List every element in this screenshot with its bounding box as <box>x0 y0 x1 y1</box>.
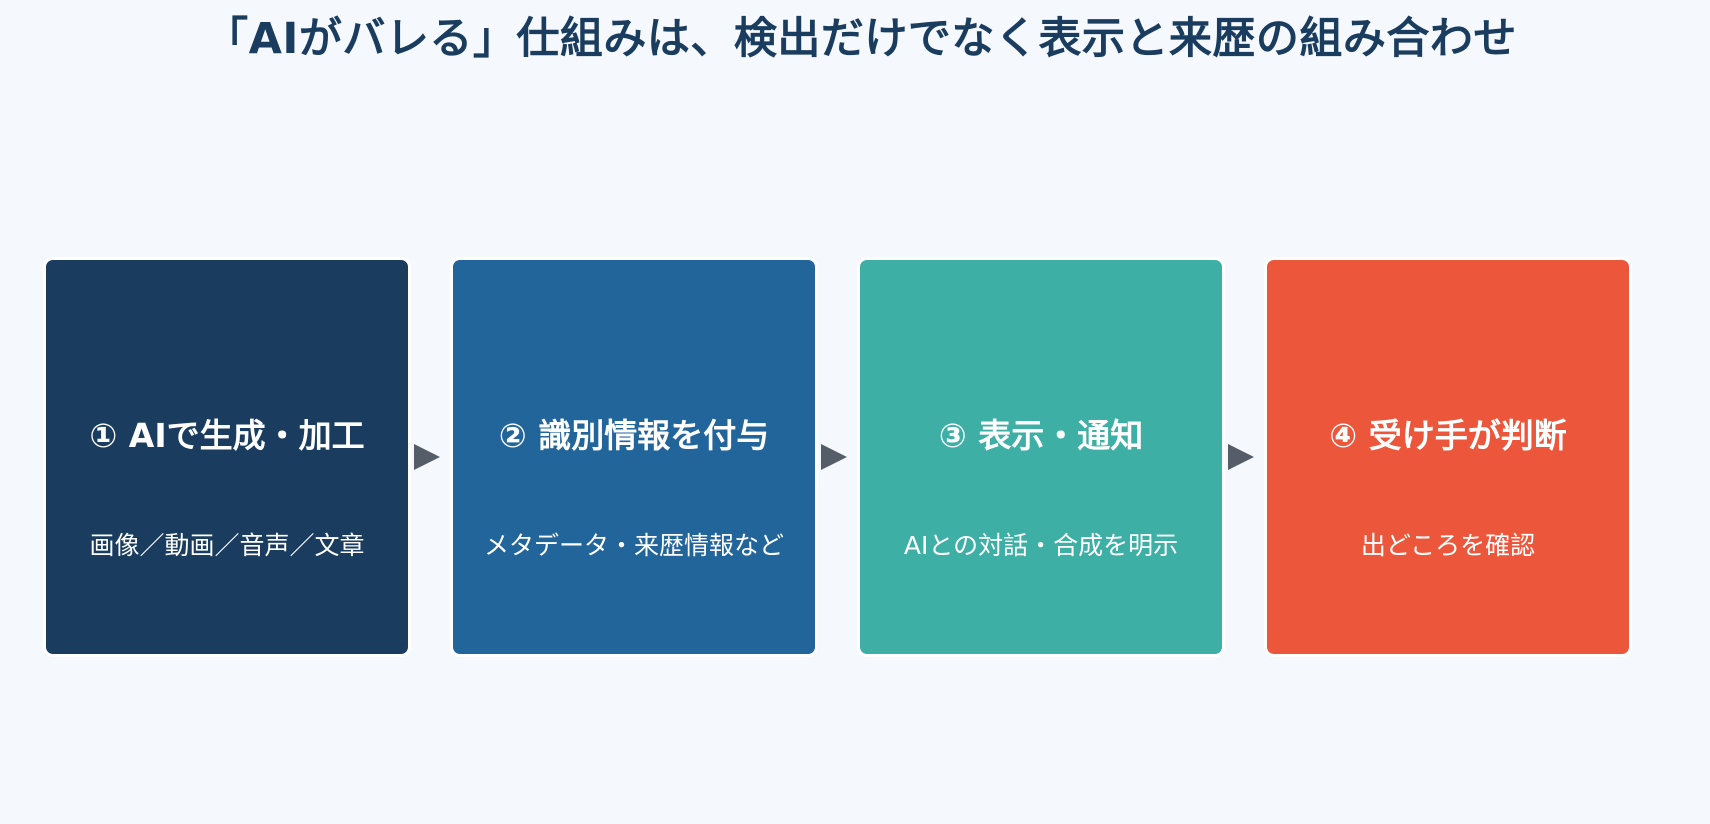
step-box-display-notify: ③ 表示・通知 AIとの対話・合成を明示 <box>857 257 1225 657</box>
step-box-generate: ① AIで生成・加工 画像／動画／音声／文章 <box>43 257 411 657</box>
step-heading: ④ 受け手が判断 <box>1329 416 1567 455</box>
step-box-attach-info: ② 識別情報を付与 メタデータ・来歴情報など <box>450 257 818 657</box>
diagram-title: 「AIがバレる」仕組みは、検出だけでなく表示と来歴の組み合わせ <box>205 14 1517 64</box>
step-heading: ① AIで生成・加工 <box>89 416 365 455</box>
step-description: メタデータ・来歴情報など <box>483 531 784 560</box>
step-heading: ② 識別情報を付与 <box>498 416 770 455</box>
step-description: AIとの対話・合成を明示 <box>903 531 1179 560</box>
step-description: 出どころを確認 <box>1360 531 1536 560</box>
arrow-right-icon <box>1228 444 1254 470</box>
step-heading: ③ 表示・通知 <box>938 416 1144 455</box>
step-description: 画像／動画／音声／文章 <box>89 531 365 560</box>
arrow-right-icon <box>414 444 440 470</box>
arrow-right-icon <box>821 444 847 470</box>
step-box-receiver-judges: ④ 受け手が判断 出どころを確認 <box>1264 257 1632 657</box>
